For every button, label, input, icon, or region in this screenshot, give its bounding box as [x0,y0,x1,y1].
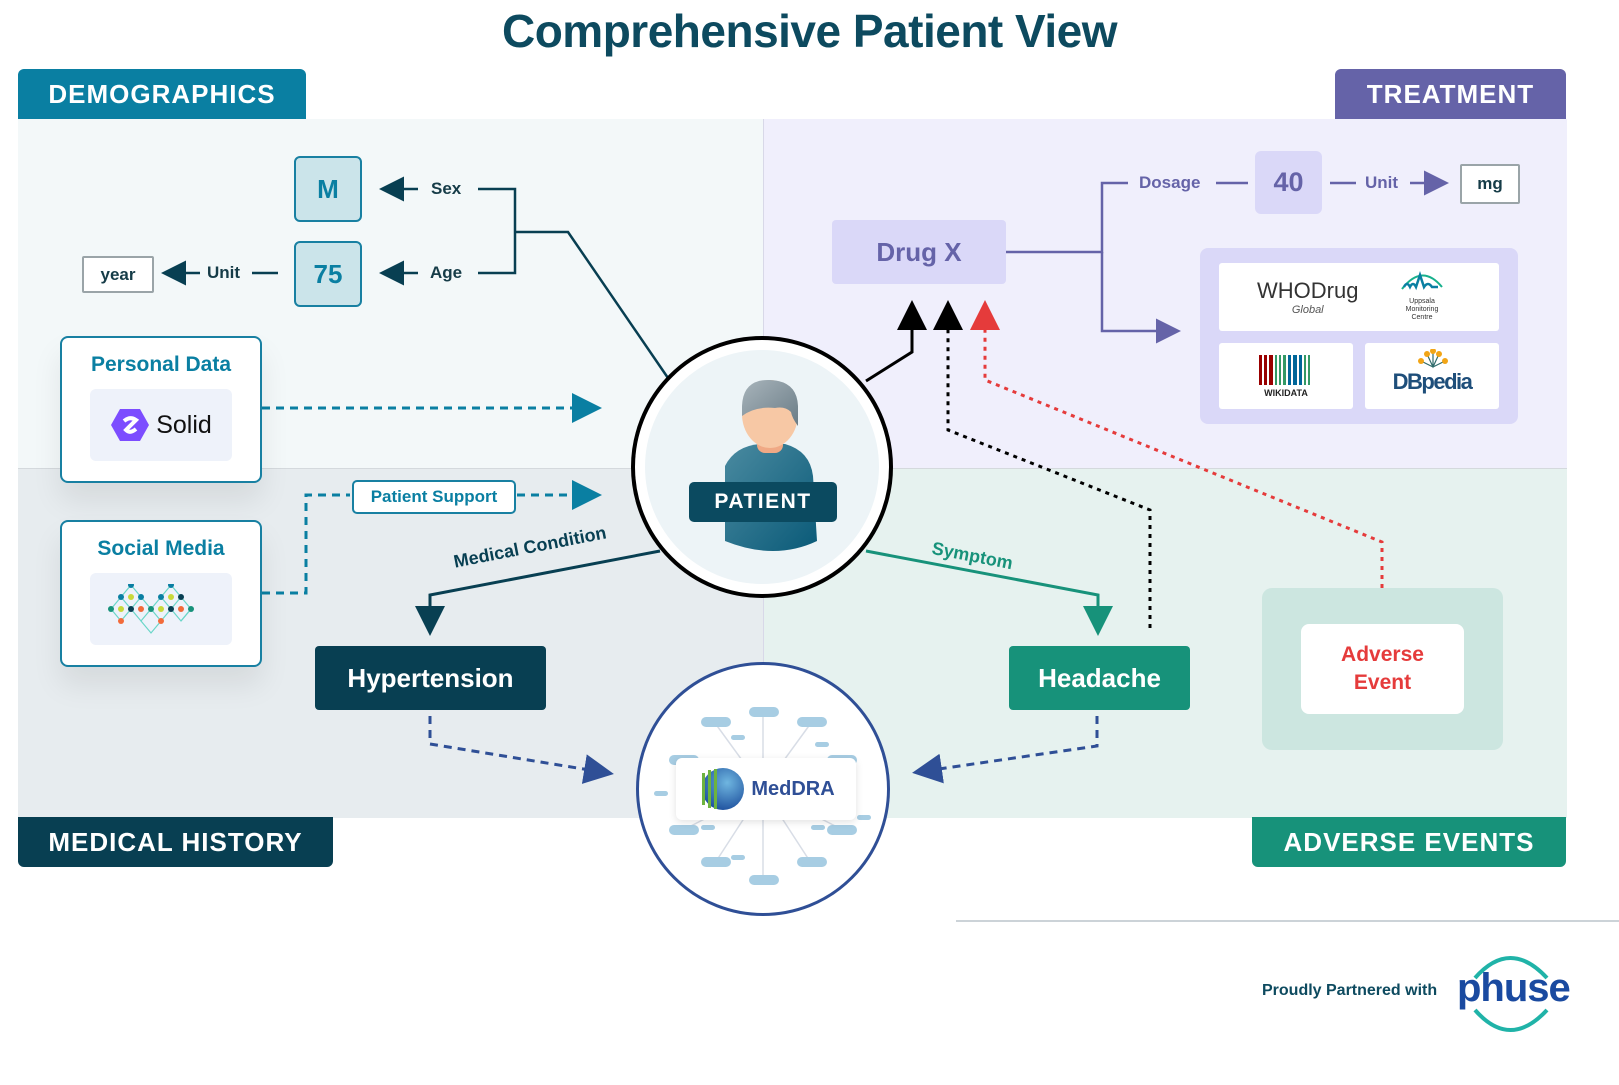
uppsala-logo: Uppsala Monitoring Centre [1397,269,1447,322]
uppsala-wave-icon [1401,271,1443,291]
patient-to-drug [865,300,927,383]
drug-references-panel: WHODrug Global Uppsala Monitoring Centre… [1200,248,1518,424]
partner-text: Proudly Partnered with [1262,982,1438,999]
phuse-logo[interactable]: phuse [1455,948,1571,1038]
adverse-event-node[interactable]: Adverse Event [1301,624,1464,714]
age-value-box: 75 [294,241,362,307]
solid-logo-text: Solid [156,410,212,439]
dbpedia-label: DBpedia [1392,369,1473,394]
drug-to-references [1100,252,1181,344]
demographics-bracket [478,187,517,275]
uppsala-line2: Monitoring [1405,306,1439,313]
adverse-event-line1: Adverse [1341,643,1424,666]
network-graph-icon [108,584,194,634]
medical-history-tab: MEDICAL HISTORY [18,817,333,867]
social-media-card[interactable]: Social Media [60,520,262,667]
symptom-edge [865,549,1113,636]
demographics-to-patient [515,230,670,379]
dosage-label: Dosage [1139,173,1201,192]
solid-logo: Solid [90,389,232,461]
medical-condition-edge [415,549,661,636]
social-media-graphic [90,573,232,645]
drug-node[interactable]: Drug X [832,220,1006,284]
meddra-globe-icon [702,768,745,810]
social-media-connector [262,493,350,595]
age-unit-value: year [82,256,154,293]
meddra-label: MedDRA [751,777,835,800]
wikidata-card: WIKIDATA [1219,343,1353,409]
headache-to-meddra [912,716,1099,784]
person-avatar-icon [725,379,817,551]
whodrug-logo: WHODrug Global [1257,278,1358,316]
age-unit-label: Unit [207,263,241,282]
adverse-events-tab: ADVERSE EVENTS [1252,817,1566,867]
whodrug-umc-card: WHODrug Global Uppsala Monitoring Centre [1219,263,1499,331]
phuse-wordmark: phuse [1457,966,1571,1010]
adverse-event-line2: Event [1353,671,1412,694]
personal-data-title: Personal Data [90,353,232,376]
treatment-tab: TREATMENT [1335,69,1566,119]
uppsala-line3: Centre [1411,314,1433,321]
hypertension-to-meddra [428,716,614,784]
solid-hexagon-icon [111,409,150,441]
dosage-unit-value: mg [1460,164,1520,204]
patient-support-label: Patient Support [352,480,516,514]
adverse-event-container: Adverse Event [1262,588,1503,750]
hypertension-node[interactable]: Hypertension [315,646,546,710]
uppsala-line1: Uppsala [1409,298,1435,305]
wikidata-barcode-icon [1259,355,1310,385]
patient-label: PATIENT [689,482,837,522]
social-media-title: Social Media [97,537,225,560]
headache-node[interactable]: Headache [1009,646,1190,710]
meddra-node[interactable]: MedDRA [636,662,890,916]
dosage-unit-label: Unit [1365,173,1399,192]
personal-data-card[interactable]: Personal Data Solid [60,336,262,483]
demographics-tab: DEMOGRAPHICS [18,69,306,119]
drug-to-dosage [1006,181,1128,254]
sex-label: Sex [431,179,462,198]
patient-node[interactable]: PATIENT [631,336,893,598]
age-label: Age [430,263,463,282]
meddra-logo: MedDRA [676,758,856,820]
dosage-value-box: 40 [1255,151,1322,214]
wikidata-label: WIKIDATA [1264,388,1308,398]
dbpedia-network-icon [1418,349,1448,369]
page-title: Comprehensive Patient View [501,5,1118,57]
whodrug-name: WHODrug [1257,278,1359,303]
headache-drug-link [933,300,1152,628]
whodrug-sub: Global [1291,304,1324,316]
dbpedia-card: DBpedia [1365,343,1499,409]
sex-value-box: M [294,156,362,222]
phuse-ring-icon [1473,956,1549,1032]
